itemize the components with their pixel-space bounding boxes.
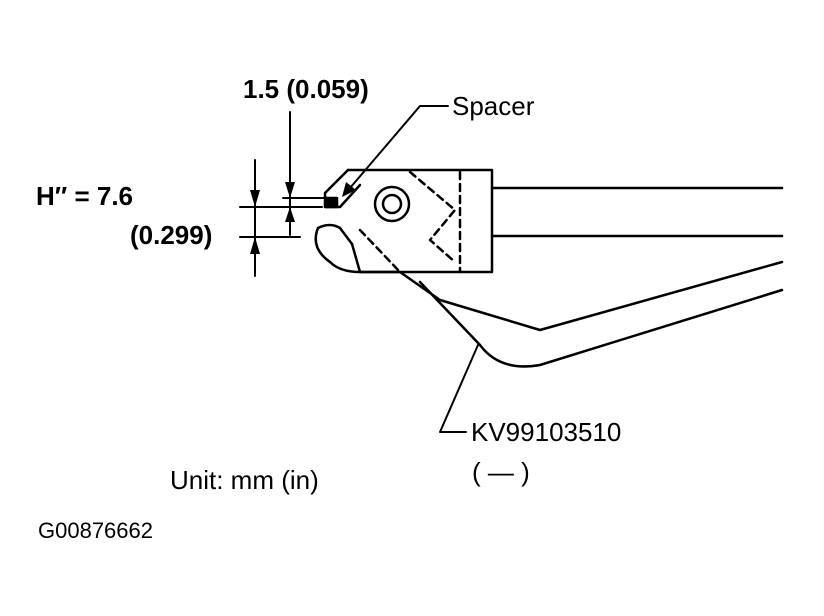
tool-jaw-lower [314, 223, 354, 264]
hidden-lines [358, 170, 462, 274]
tool-leader [439, 344, 479, 433]
gap-dimension-label: 1.5 (0.059) [243, 74, 369, 104]
h-dim-extension [239, 206, 323, 238]
pivot-pin-outer [373, 185, 411, 223]
h-dim-arrow-bottom [250, 237, 260, 254]
gap-dim-arrow-bottom [285, 207, 295, 222]
height-dimension-inch-label: (0.299) [130, 220, 213, 250]
figure-id: G00876662 [38, 518, 153, 543]
tool-head-block [346, 168, 494, 274]
height-dimension-label: H″ = 7.6 [36, 181, 134, 211]
gap-dim-arrow-top [285, 182, 295, 198]
h-dim-arrow-top [250, 190, 260, 207]
pivot-pin-inner [381, 193, 403, 215]
tool-alt-number-label: ( — ) [472, 457, 530, 487]
unit-note: Unit: mm (in) [170, 465, 319, 495]
spacer-leader [349, 105, 449, 189]
tool-handle-lower [328, 260, 784, 368]
tool-handle-upper [490, 186, 784, 238]
spacer-label: Spacer [452, 91, 535, 121]
spacer-leader-arrow [342, 182, 356, 197]
spacer-block [324, 196, 339, 209]
tool-number-label: KV99103510 [471, 417, 622, 447]
